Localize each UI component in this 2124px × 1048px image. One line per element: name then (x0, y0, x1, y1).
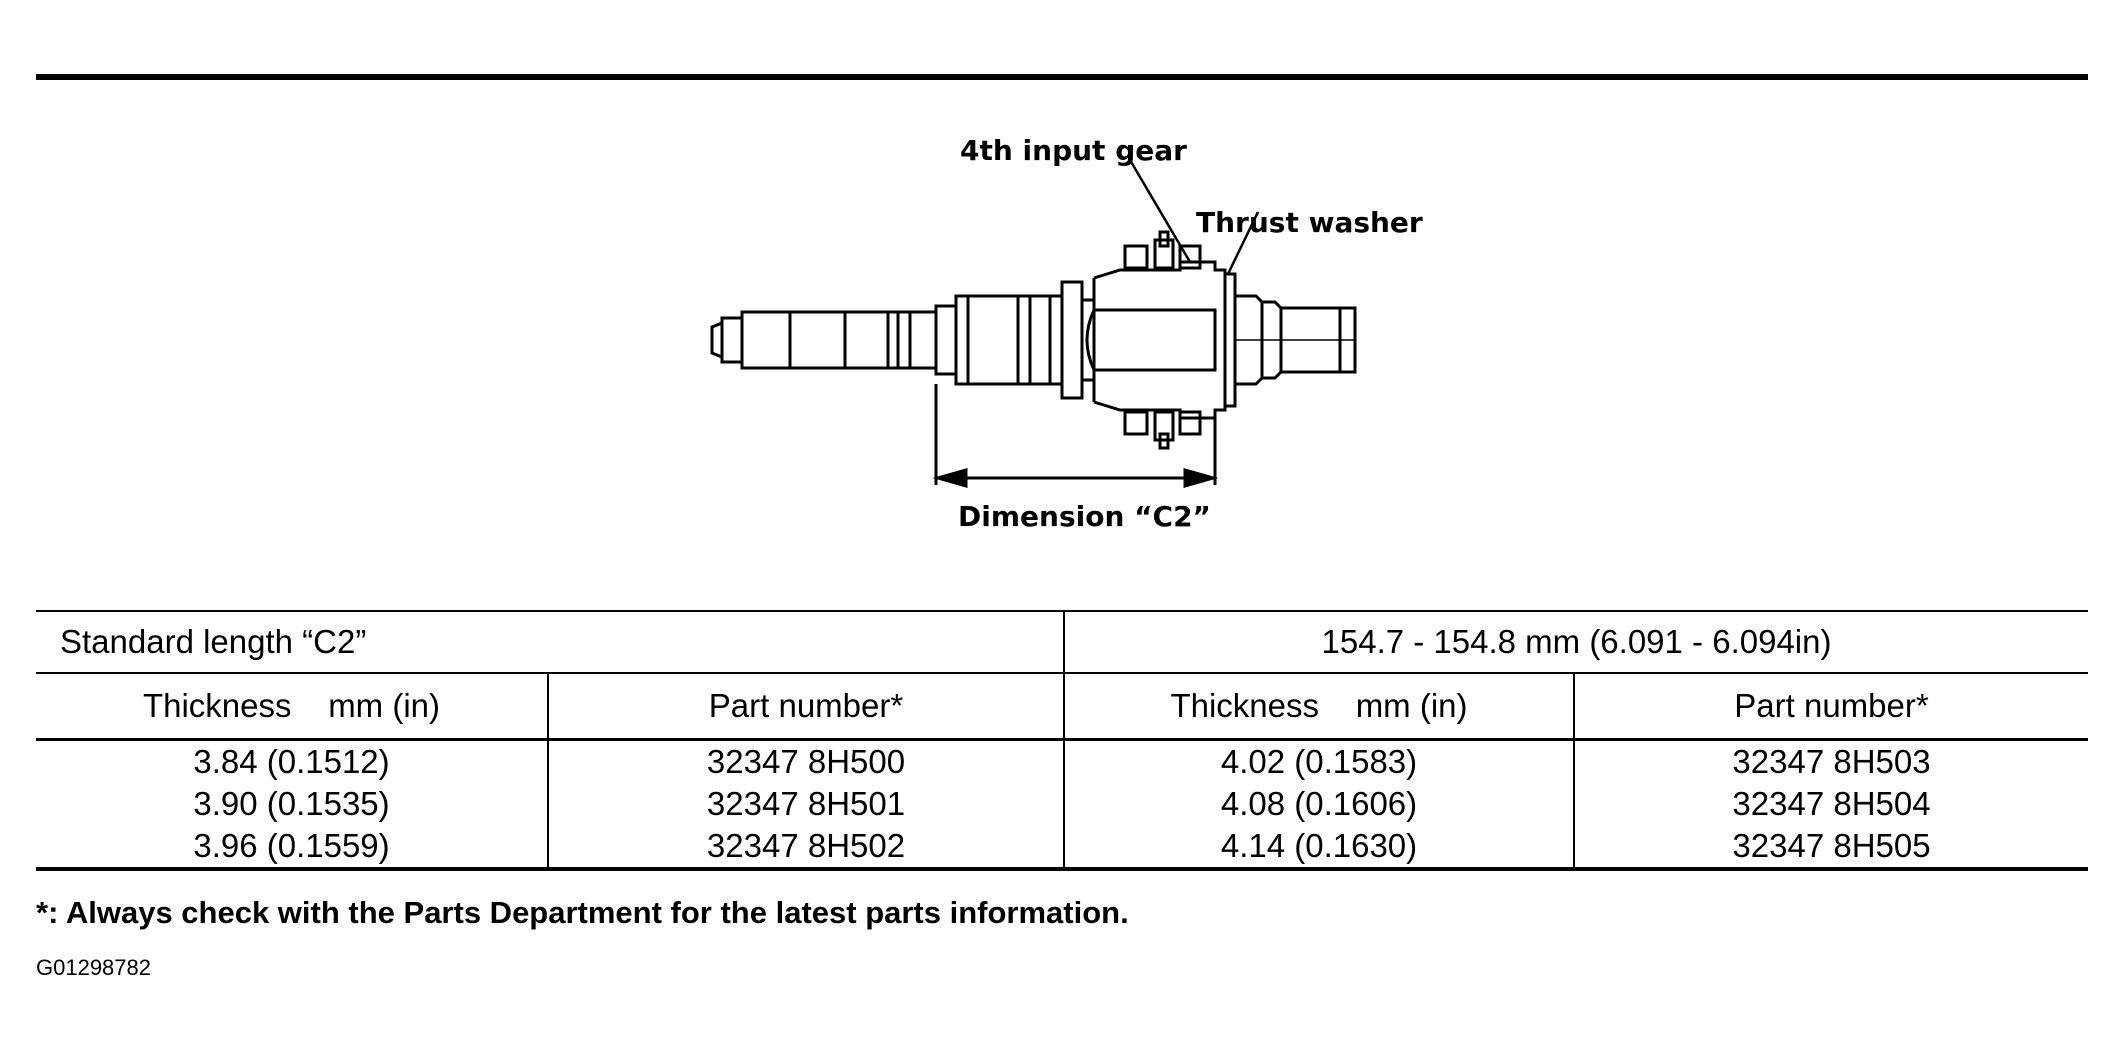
standard-length-value: 154.7 - 154.8 mm (6.091 - 6.094in) (1064, 610, 2088, 673)
part-number-column-2: 32347 8H503 32347 8H504 32347 8H505 (1573, 739, 2088, 871)
table-cell: 3.90 (0.1535) (193, 785, 390, 822)
shaft-diagram: 4th input gear Thrust washer Dimension “… (710, 134, 1423, 533)
shaft-end (720, 316, 744, 364)
table-cell: 4.02 (0.1583) (1220, 743, 1418, 780)
thrust-washer (1223, 272, 1237, 408)
table-cell: 32347 8H502 (706, 827, 906, 864)
table-cell: 3.84 (0.1512) (193, 743, 390, 780)
table-cell: 32347 8H500 (706, 743, 906, 780)
callout-thrust-washer: Thrust washer (1196, 206, 1423, 239)
top-rule (36, 74, 2088, 80)
shaft-step (886, 310, 938, 370)
callout-dimension-c2: Dimension “C2” (958, 500, 1211, 533)
header-part-number-1: Part number* (547, 672, 1064, 741)
table-cell: 3.96 (0.1559) (193, 827, 390, 864)
table-cell: 32347 8H501 (706, 785, 906, 822)
table-cell: 32347 8H503 (1732, 743, 1931, 780)
table-cell: 32347 8H504 (1732, 785, 1931, 822)
gear-body (1092, 260, 1227, 420)
shaft-collar (934, 304, 958, 376)
standard-length-label: Standard length “C2” (36, 610, 1065, 673)
thickness-column-2: 4.02 (0.1583) 4.08 (0.1606) 4.14 (0.1630… (1063, 739, 1574, 871)
header-thickness-2: Thickness mm (in) (1063, 672, 1574, 741)
thickness-column-1: 3.84 (0.1512) 3.90 (0.1535) 3.96 (0.1559… (36, 739, 548, 871)
footnote: *: Always check with the Parts Departmen… (36, 895, 1129, 930)
header-row: Thickness mm (in) Part number* Thickness… (36, 672, 2088, 741)
standard-length-row: Standard length “C2” 154.7 - 154.8 mm (6… (36, 610, 2088, 673)
dimension-arrow-right (1183, 468, 1219, 488)
shaft-drawing (710, 159, 1357, 488)
table-cell: 32347 8H505 (1732, 827, 1931, 864)
table-cell: 4.08 (0.1606) (1220, 785, 1418, 822)
part-number-column-1: 32347 8H500 32347 8H501 32347 8H502 (547, 739, 1064, 871)
shim-table: Standard length “C2” 154.7 - 154.8 mm (6… (36, 610, 2088, 871)
table-cell: 4.14 (0.1630) (1220, 827, 1418, 864)
header-thickness-1: Thickness mm (in) (36, 672, 548, 741)
shaft-section-1 (740, 310, 890, 370)
data-row: 3.84 (0.1512) 3.90 (0.1535) 3.96 (0.1559… (36, 739, 2088, 871)
figure-id: G01298782 (36, 955, 151, 980)
dimension-arrow-left (932, 468, 968, 488)
callout-4th-input-gear: 4th input gear (960, 134, 1187, 167)
header-part-number-2: Part number* (1573, 672, 2088, 741)
